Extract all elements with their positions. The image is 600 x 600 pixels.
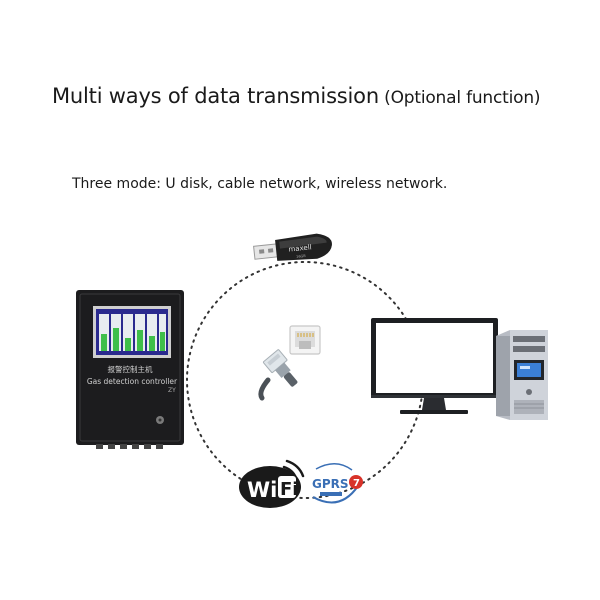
svg-text:Fi: Fi xyxy=(280,479,298,500)
screen-bar-columns xyxy=(99,314,166,351)
usb-brand-label: maxell xyxy=(288,243,312,253)
wifi-label: Wi xyxy=(247,478,277,502)
ethernet-icon xyxy=(258,325,321,401)
page-title: Multi ways of data transmission (Optiona… xyxy=(52,84,541,108)
gprs-label: GPRS xyxy=(312,477,349,491)
desktop-computer-icon xyxy=(371,318,548,420)
computer-tower xyxy=(496,330,548,420)
title-optional: (Optional function) xyxy=(378,88,541,108)
wifi-icon: Wi Fi xyxy=(239,459,305,508)
page-subtitle: Three mode: U disk, cable network, wirel… xyxy=(72,176,448,192)
controller-model-mark: ZY xyxy=(168,387,176,394)
svg-text:7: 7 xyxy=(353,478,360,489)
controller-label-en: Gas detection controller xyxy=(87,377,178,386)
svg-text:16GB: 16GB xyxy=(296,254,307,259)
usb-drive-icon: maxell 16GB xyxy=(253,233,332,261)
monitor xyxy=(371,318,498,414)
controller-label-cn: 报警控制主机 xyxy=(108,364,153,374)
title-main: Multi ways of data transmission xyxy=(52,84,379,108)
gprs-icon: GPRS 7 xyxy=(312,463,363,504)
controller-bottom-ports xyxy=(96,444,163,449)
gas-controller-device: 报警控制主机 Gas detection controller ZY xyxy=(76,290,184,449)
